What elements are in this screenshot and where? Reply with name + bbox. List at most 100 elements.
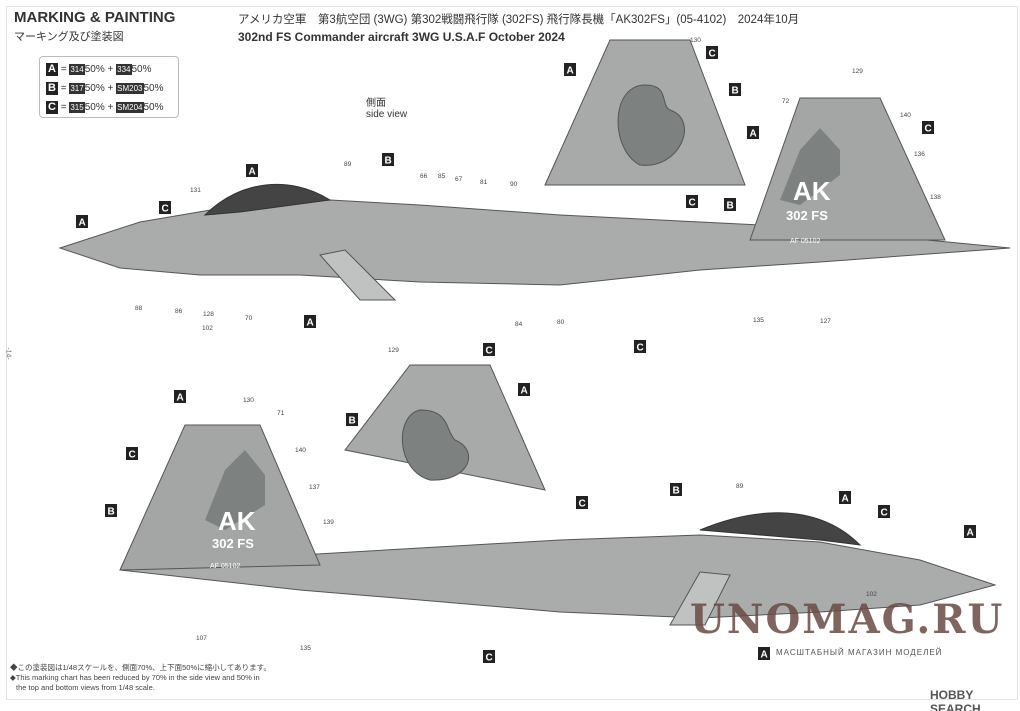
area-label-box	[346, 413, 358, 426]
callout: 86	[175, 308, 183, 315]
squadron-top: 302 FS	[786, 208, 828, 223]
callout: 90	[510, 181, 518, 188]
area-label-box	[518, 383, 530, 396]
callout: 85	[438, 173, 446, 180]
legend-row-b: B = 31750% + SM20350%	[46, 82, 164, 95]
callout: 66	[420, 173, 428, 180]
area-label-box	[576, 496, 588, 509]
page-frame	[6, 6, 1018, 700]
area-label-box	[747, 126, 759, 139]
callout: 138	[930, 194, 941, 201]
callout: 127	[820, 318, 831, 325]
nose-number-top: 102	[202, 325, 213, 332]
callout: 139	[323, 519, 334, 526]
callout: 107	[196, 635, 207, 642]
scale-note: ◆この塗装図は1/48スケールを、側面70%、上下面50%に縮小してあります。◆…	[10, 663, 271, 692]
callout: 130	[690, 37, 701, 44]
callout: 131	[190, 187, 201, 194]
tail-code-bottom: AK	[218, 506, 256, 536]
callout: 135	[300, 645, 311, 652]
fin-top-left	[544, 39, 746, 186]
area-label-c: C	[689, 198, 696, 209]
area-label-box	[922, 121, 934, 134]
callout: 89	[736, 483, 744, 490]
area-label-box	[634, 340, 646, 353]
squadron-bottom: 302 FS	[212, 536, 254, 551]
page-number: -14-	[4, 347, 12, 360]
callout: 130	[243, 397, 254, 404]
area-label-c: C	[709, 49, 716, 60]
area-label-c: C	[486, 346, 493, 357]
area-label-c: C	[881, 508, 888, 519]
area-label-a: A	[750, 129, 757, 140]
area-label-box	[174, 390, 186, 403]
legend-row-c: C = 31550% + SM20450%	[46, 101, 164, 114]
area-label-a: A	[249, 167, 256, 178]
callout: 81	[480, 179, 488, 186]
area-label-a: A	[79, 218, 86, 229]
area-label-b: B	[732, 86, 739, 97]
callout: 67	[455, 176, 463, 183]
serial-top: AF 05102	[790, 238, 820, 245]
fin-bottom-center	[344, 364, 546, 491]
caption-en: 302nd FS Commander aircraft 3WG U.S.A.F …	[238, 30, 565, 44]
area-label-a: A	[967, 528, 974, 539]
area-label-box	[159, 201, 171, 214]
callout: 89	[344, 161, 352, 168]
area-label-b: B	[385, 156, 392, 167]
callout: 84	[515, 321, 523, 328]
callout: 80	[557, 319, 565, 326]
area-label-box	[246, 164, 258, 177]
area-label-box	[382, 153, 394, 166]
area-label-box	[76, 215, 88, 228]
callout: 71	[277, 410, 285, 417]
area-label-c: C	[637, 343, 644, 354]
callout: 140	[295, 447, 306, 454]
page-subtitle: マーキング及び塗装図	[14, 31, 124, 43]
area-label-box	[724, 198, 736, 211]
area-label-c: C	[129, 450, 136, 461]
tail-code-top: AK	[793, 176, 831, 206]
area-label-box	[706, 46, 718, 59]
nose-number-bottom: 102	[866, 591, 877, 598]
caption-jp: アメリカ空軍 第3航空団 (3WG) 第302戦闘飛行隊 (302FS) 飛行隊…	[238, 14, 800, 26]
area-label-box	[483, 650, 495, 663]
callout: 70	[245, 315, 253, 322]
area-label-b: B	[727, 201, 734, 212]
callout-numbers: 131 89 66 85 67 81 90 88 86 128 102 70 84 80 13…	[135, 37, 941, 652]
area-label-b: B	[108, 507, 115, 518]
area-label-box	[878, 505, 890, 518]
area-label-box	[105, 504, 117, 517]
area-label-b: B	[349, 416, 356, 427]
page-title: MARKING & PAINTING	[14, 9, 176, 26]
callout: 136	[914, 151, 925, 158]
callout: 88	[135, 305, 143, 312]
area-label-a: A	[177, 393, 184, 404]
area-label-a: A	[567, 66, 574, 77]
callout: 129	[388, 347, 399, 354]
watermark-logo: UNOMAG.RU	[690, 596, 1005, 643]
aircraft-side-view-bottom: AK 302 FS AF 05102	[119, 424, 997, 626]
area-label-a: A	[521, 386, 528, 397]
area-label-box	[729, 83, 741, 96]
callout: 129	[852, 68, 863, 75]
area-label-box	[483, 343, 495, 356]
area-label-b: B	[673, 486, 680, 497]
area-label-a: A	[842, 494, 849, 505]
area-label-c: C	[925, 124, 932, 135]
area-label-c: C	[486, 653, 493, 664]
area-label-box	[670, 483, 682, 496]
legend-row-a: A = 31450% + 33450%	[46, 63, 152, 76]
watermark-tagline: МАСШТАБНЫЙ МАГАЗИН МОДЕЛЕЙ	[776, 648, 943, 657]
area-label-box	[964, 525, 976, 538]
area-label-box	[686, 195, 698, 208]
callout: 128	[203, 311, 214, 318]
callout: 137	[309, 484, 320, 491]
callout: 72	[782, 98, 790, 105]
area-label-box	[126, 447, 138, 460]
serial-bottom: AF 05102	[210, 563, 240, 570]
area-label-box	[839, 491, 851, 504]
